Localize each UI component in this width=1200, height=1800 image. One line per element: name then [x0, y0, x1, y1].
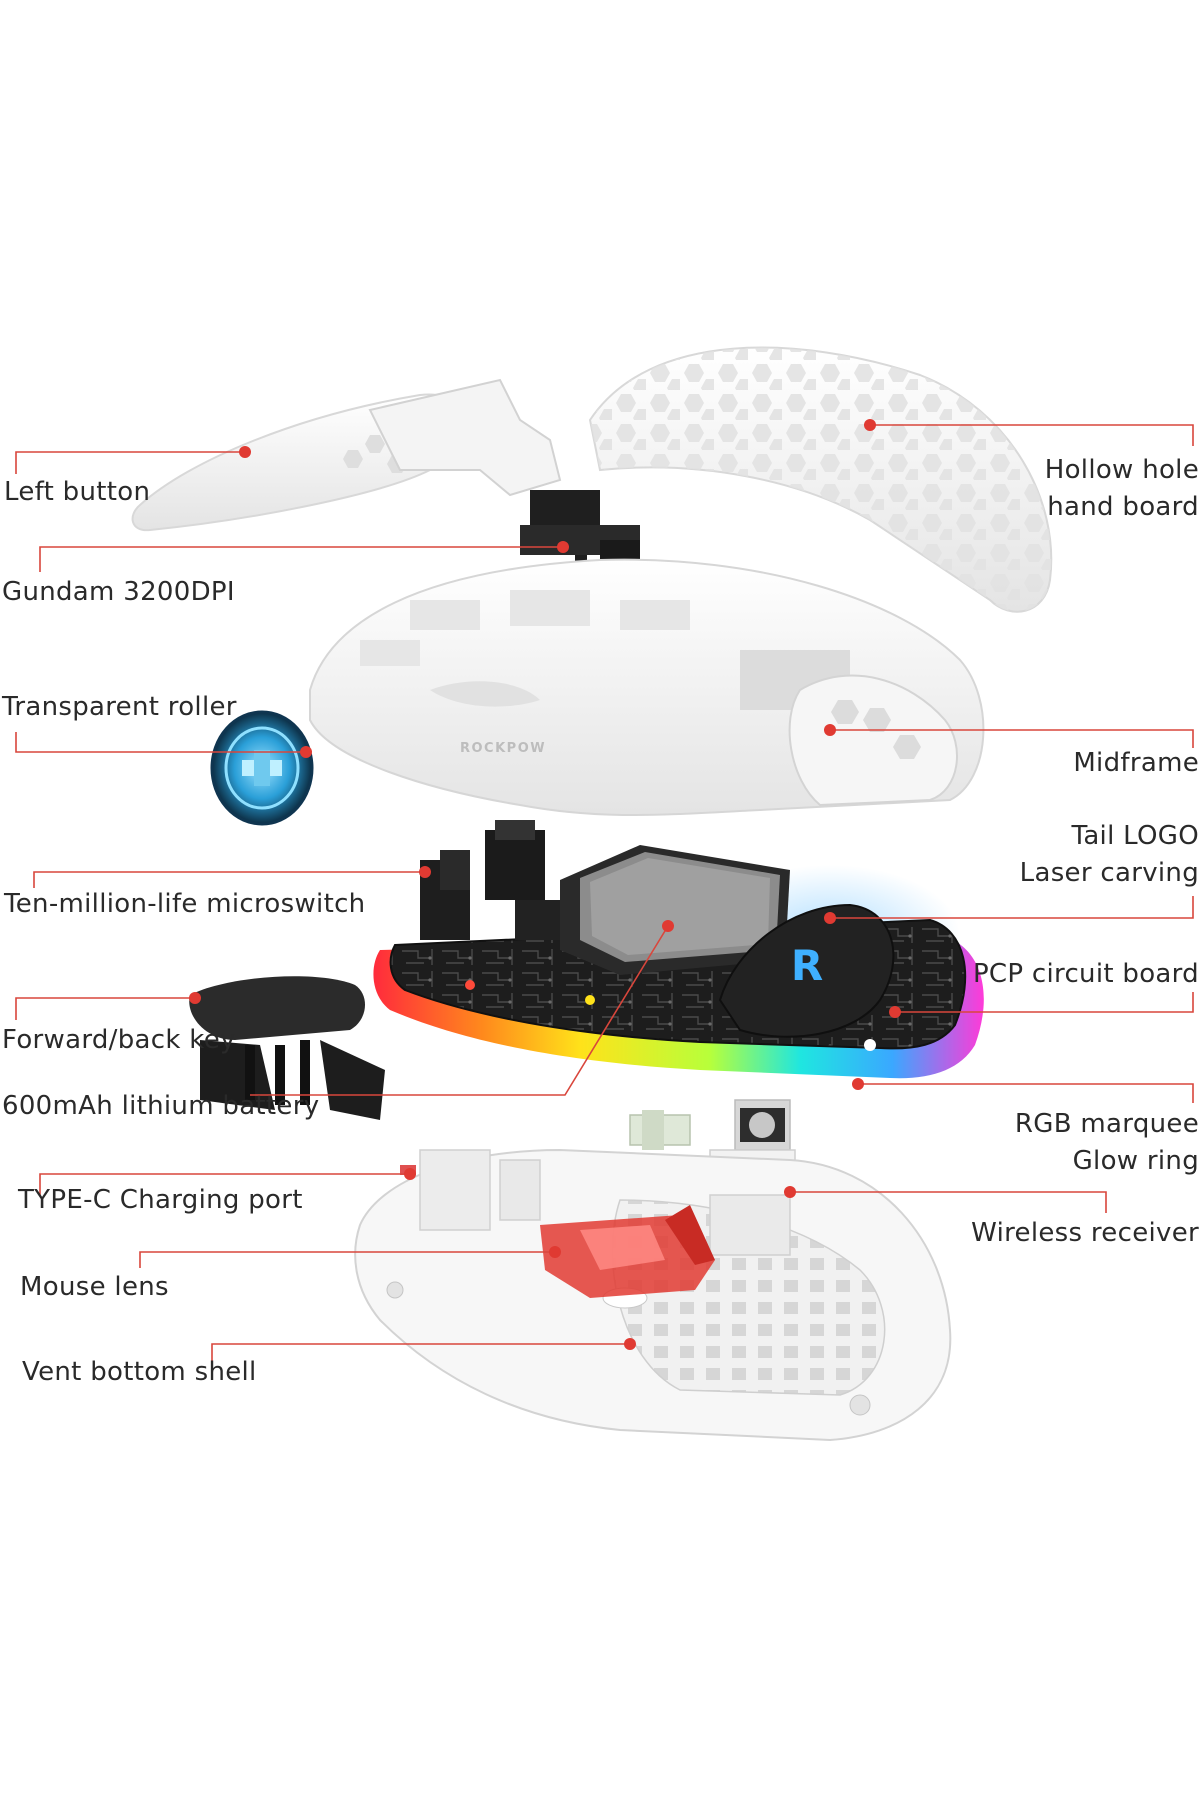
600mah-lithium-battery	[560, 845, 790, 975]
vent-bottom-shell	[354, 1148, 952, 1442]
label-wireless-receiver: Wireless receiver	[971, 1218, 1199, 1248]
hollow-hole-hand-board	[588, 346, 1053, 613]
leader-gundam-3200dpi	[39, 546, 563, 572]
leader-tail-logo	[830, 896, 1194, 919]
leader-microswitch-dot	[419, 866, 431, 878]
leader-gundam-3200dpi-dot	[557, 541, 569, 553]
leader-mouse-lens-dot	[549, 1246, 561, 1258]
leader-hollow-hand-board-dot	[864, 419, 876, 431]
tail-piece	[788, 674, 958, 807]
leader-vent-bottom-shell-dot	[624, 1338, 636, 1350]
mouse-lens	[540, 1205, 715, 1298]
leader-rgb-marquee	[858, 1083, 1194, 1103]
brand-wordmark: ROCKPOW	[460, 741, 546, 756]
leader-pcp-circuit-board	[895, 992, 1194, 1013]
label-midframe: Midframe	[1073, 748, 1199, 778]
label-type-c-port: TYPE-C Charging port	[18, 1185, 303, 1215]
leader-rgb-marquee-dot	[852, 1078, 864, 1090]
leader-microswitch	[33, 871, 425, 888]
label-mouse-lens: Mouse lens	[20, 1272, 169, 1302]
forward-back-key	[189, 976, 385, 1120]
leader-lithium-battery-dot	[662, 920, 674, 932]
label-gundam-3200dpi: Gundam 3200DPI	[2, 577, 235, 607]
ten-million-life-microswitch	[420, 820, 575, 940]
leader-transparent-roller	[15, 732, 306, 753]
tail-logo-cap: R	[718, 903, 895, 1038]
leader-lithium-battery	[250, 925, 669, 1096]
leader-midframe-dot	[824, 724, 836, 736]
label-vent-bottom-shell: Vent bottom shell	[22, 1357, 257, 1387]
leader-type-c-port-dot	[404, 1168, 416, 1180]
left-button	[131, 378, 562, 532]
leader-type-c-port	[39, 1173, 410, 1196]
label-pcp-circuit-board: PCP circuit board	[972, 959, 1199, 989]
laser-logo: R	[791, 941, 823, 990]
leader-tail-logo-dot	[824, 912, 836, 924]
label-hollow-hand-board: Hollow hole hand board	[1044, 455, 1199, 522]
label-left-button: Left button	[4, 477, 151, 507]
leader-wireless-receiver-dot	[784, 1186, 796, 1198]
transparent-roller	[210, 710, 314, 826]
leader-forward-back-key-dot	[189, 992, 201, 1004]
leader-transparent-roller-dot	[300, 746, 312, 758]
label-tail-logo: Tail LOGO Laser carving	[1019, 821, 1199, 888]
label-microswitch: Ten-million-life microswitch	[4, 889, 366, 919]
leader-left-button-dot	[239, 446, 251, 458]
leader-left-button	[15, 451, 245, 474]
leader-pcp-circuit-board-dot	[889, 1006, 901, 1018]
leader-mouse-lens	[139, 1251, 555, 1268]
leader-forward-back-key	[15, 997, 195, 1020]
label-lithium-battery: 600mAh lithium battery	[2, 1091, 320, 1121]
label-rgb-marquee: RGB marquee Glow ring	[1014, 1109, 1199, 1176]
label-forward-back-key: Forward/back key	[2, 1025, 236, 1055]
leader-vent-bottom-shell	[211, 1343, 630, 1368]
label-transparent-roller: Transparent roller	[2, 692, 237, 722]
callout-leader-lines	[15, 419, 1194, 1368]
spare-switch-part	[629, 1110, 691, 1150]
leader-hollow-hand-board	[870, 424, 1194, 446]
leader-wireless-receiver	[790, 1191, 1107, 1213]
leader-midframe	[830, 729, 1194, 748]
